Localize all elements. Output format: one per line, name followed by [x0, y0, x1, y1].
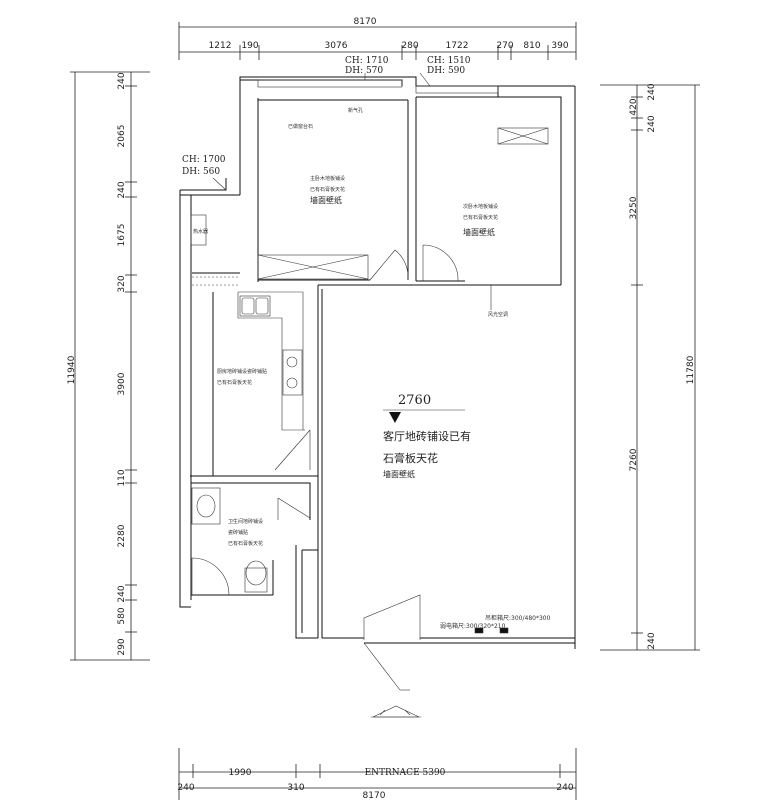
- left-dim-9: 240: [117, 585, 127, 602]
- right-dim-4: 3250: [629, 196, 639, 219]
- master-ch-label: CH: 1710: [345, 56, 389, 66]
- living-line1: 客厅地砖铺设已有: [383, 429, 471, 443]
- left-dim-4: 1675: [117, 224, 127, 247]
- top-dim-7: 810: [523, 41, 540, 51]
- top-dim-5: 1722: [446, 41, 469, 51]
- master-room-line2: 已有石膏板天花: [310, 186, 345, 193]
- second-room-line2: 已有石膏板天花: [463, 214, 498, 221]
- left-dim-5: 320: [117, 275, 127, 292]
- master-note: 已做窗台石: [288, 123, 313, 130]
- left-dim-1: 240: [117, 72, 127, 89]
- bath-line3: 已有石膏板天花: [228, 540, 263, 547]
- left-dim-6: 3900: [117, 372, 127, 395]
- left-dim-3: 240: [117, 181, 127, 198]
- kitchen-heater: 热水器: [193, 228, 208, 235]
- right-dim-6: 240: [647, 632, 657, 649]
- second-ch-label: CH: 1510: [427, 56, 471, 66]
- living-height: 2760: [398, 393, 431, 408]
- living-cabinet-high: 吊柜箱尺:300/480*300: [485, 614, 551, 622]
- top-dim-6: 270: [496, 41, 513, 51]
- second-dh-label: DH: 590: [427, 66, 465, 76]
- bottom-dim-2: 1990: [229, 768, 252, 778]
- kitchen-line1: 厨房地砖铺设瓷砖铺贴: [217, 368, 267, 375]
- bottom-total-dim: 8170: [363, 791, 386, 801]
- right-dim-2: 420: [629, 98, 639, 115]
- master-room-wall: 墙面壁纸: [310, 195, 342, 205]
- living-wall: 墙面壁纸: [383, 469, 415, 479]
- bath-line2: 瓷砖铺贴: [228, 529, 248, 536]
- right-dim-5: 7260: [629, 448, 639, 471]
- second-room-wall: 墙面壁纸: [463, 227, 495, 237]
- entrance-dim: ENTRNACE 5390: [365, 768, 446, 778]
- top-dim-4: 280: [401, 41, 418, 51]
- top-total-dim: 8170: [354, 17, 377, 27]
- master-room-line1: 主卧木地板铺设: [310, 175, 345, 182]
- master-vent: 新气孔: [348, 107, 363, 114]
- bottom-dim-1: 240: [177, 783, 194, 793]
- kitchen-dh-label: DH: 560: [182, 167, 220, 177]
- living-cabinet-low: 弱电箱尺:300/320*210: [440, 622, 506, 630]
- kitchen-line2: 已有石膏板天花: [217, 379, 252, 386]
- right-dim-3: 240: [647, 115, 657, 132]
- left-dim-10: 580: [117, 607, 127, 624]
- right-total-dim: 11780: [686, 355, 696, 384]
- second-room-line1: 次卧木地板铺设: [463, 203, 498, 210]
- bottom-dim-3: 310: [287, 783, 304, 793]
- left-dim-11: 290: [117, 638, 127, 655]
- left-dim-2: 2065: [117, 125, 127, 148]
- top-dim-2: 190: [241, 41, 258, 51]
- left-total-dim: 11940: [67, 355, 77, 384]
- left-dim-7: 110: [117, 469, 127, 486]
- bath-line1: 卫生间地砖铺设: [228, 518, 263, 525]
- living-line2: 石膏板天花: [383, 451, 438, 465]
- left-dim-8: 2280: [117, 524, 127, 547]
- top-dim-3: 3076: [325, 41, 348, 51]
- top-dim-8: 390: [551, 41, 568, 51]
- right-dim-1: 240: [647, 83, 657, 100]
- master-dh-label: DH: 570: [345, 66, 383, 76]
- top-dim-1: 1212: [209, 41, 232, 51]
- bottom-dim-4: 240: [556, 783, 573, 793]
- kitchen-ch-label: CH: 1700: [182, 155, 226, 165]
- living-ac: 风光空调: [488, 311, 508, 318]
